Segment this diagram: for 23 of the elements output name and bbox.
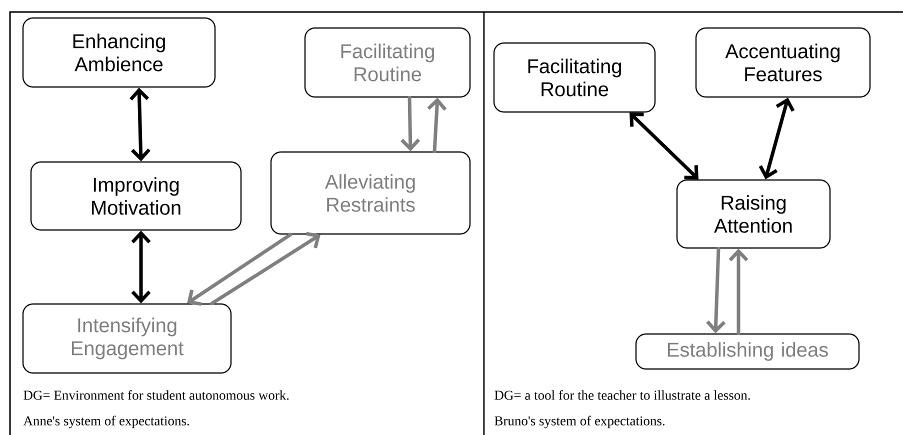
arrow: [630, 112, 698, 180]
caption-text: Bruno's system of expectations.: [494, 416, 664, 428]
rounded-box: Establishing ideas: [635, 333, 860, 370]
arrow: [131, 230, 151, 304]
arrow: [706, 246, 726, 334]
arrow: [758, 98, 795, 180]
rounded-box: Enhancing Ambience: [22, 17, 216, 88]
arrow: [728, 248, 748, 336]
caption-text: DG= Environment for student autonomous work.: [24, 390, 289, 400]
rounded-box: Accentuating Features: [695, 27, 871, 98]
arrow: [210, 232, 320, 306]
rounded-box: Intensifying Engagement: [22, 303, 232, 374]
rounded-box: Facilitating Routine: [493, 42, 656, 113]
arrow: [130, 88, 150, 162]
rounded-box: Facilitating Routine: [304, 27, 471, 98]
rounded-box: Alleviating Restraints: [270, 151, 471, 235]
arrow: [427, 98, 447, 154]
rounded-box: Raising Attention: [676, 179, 831, 249]
caption-text: Anne's system of expectations.: [23, 416, 189, 428]
caption-text: DG= a tool for the teacher to illustrate a lesson.: [494, 390, 750, 400]
arrow: [400, 96, 420, 152]
rounded-box: Improving Motivation: [30, 161, 242, 231]
arrow: [187, 232, 292, 306]
